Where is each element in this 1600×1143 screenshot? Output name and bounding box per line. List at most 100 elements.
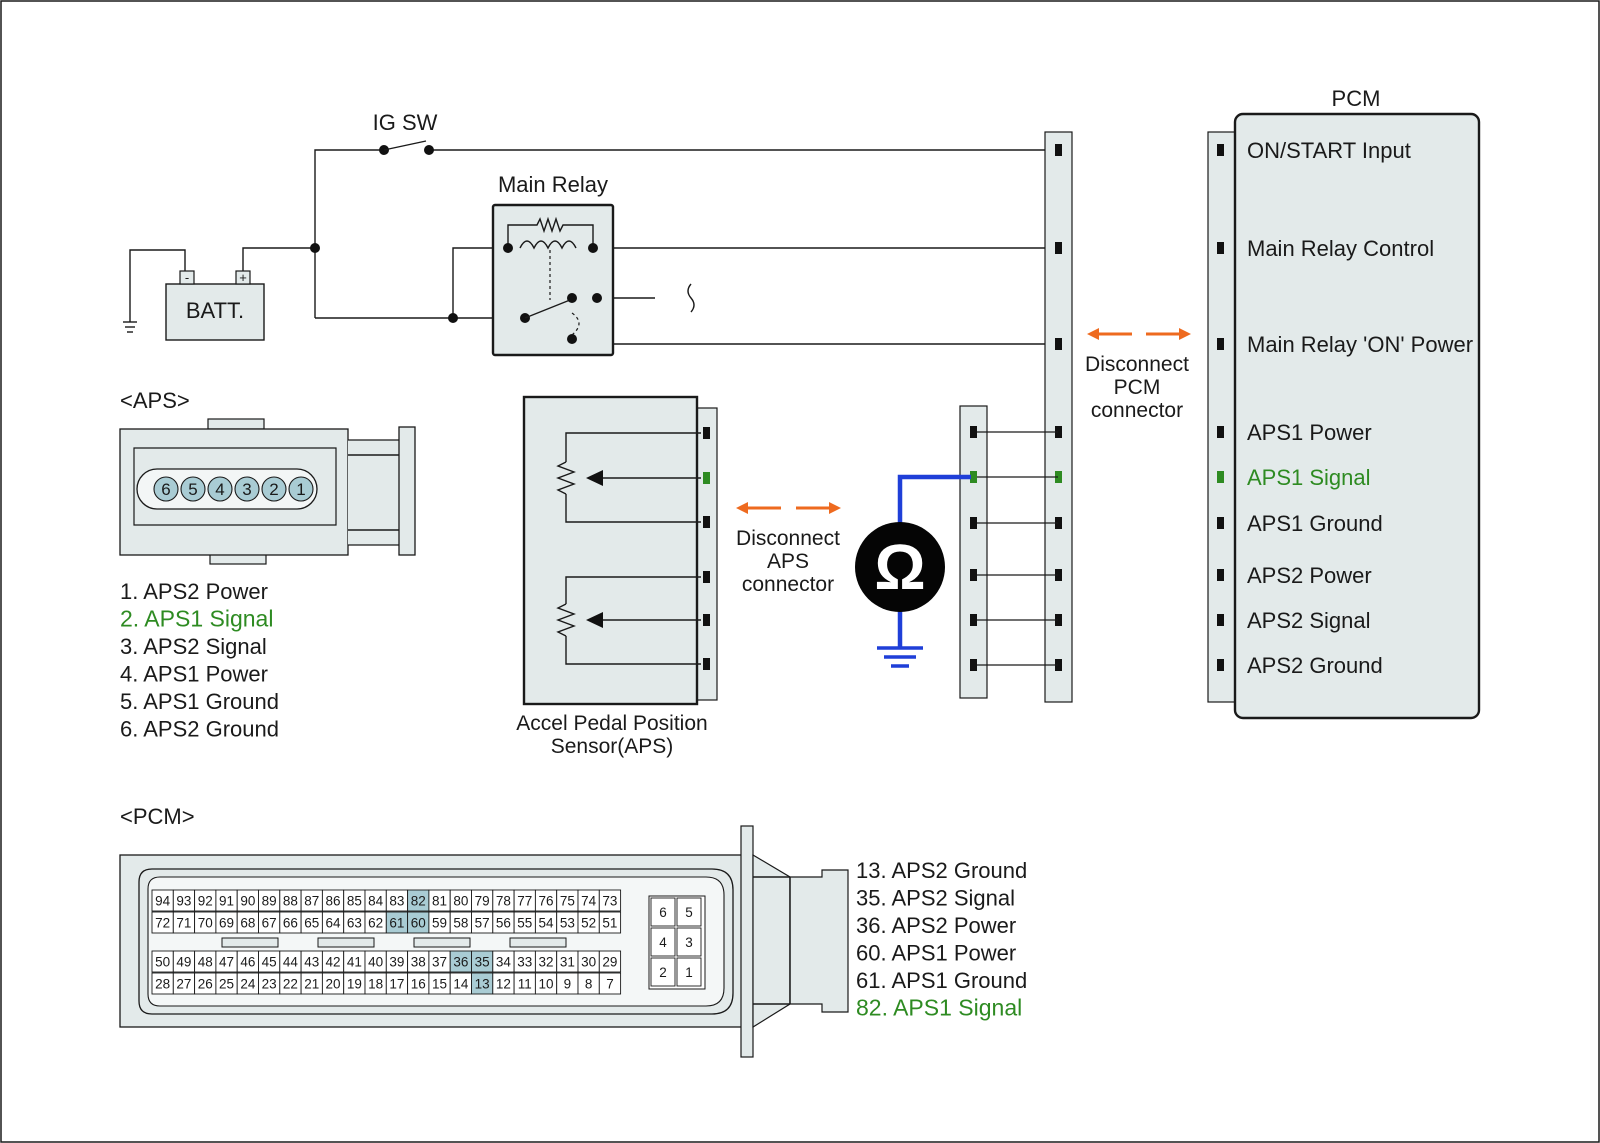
pcm-pin-number: 20 [326, 977, 341, 992]
pcm-pin-label: Main Relay Control [1247, 236, 1434, 261]
aps-pin [153, 476, 179, 502]
pcm-pin-number: 69 [219, 916, 234, 931]
aps-pin [180, 476, 206, 502]
pcm-pin-number: 19 [347, 977, 362, 992]
aps-pin-number: 3 [242, 480, 251, 499]
ohmmeter: Ω [855, 474, 971, 668]
pcm-legend-item: 13. APS2 Ground [856, 858, 1027, 883]
pcm-side-connector-strip [1044, 131, 1073, 703]
battery-plus-label: + [239, 270, 247, 285]
pcm-pin-number: 35 [475, 955, 490, 970]
pcm-pin-number: 77 [517, 894, 532, 909]
pcm-pin-number: 21 [304, 977, 319, 992]
pcm-pin-number: 57 [475, 916, 490, 931]
pcm-pin-number: 32 [539, 955, 554, 970]
pcm-pin-number: 23 [262, 977, 277, 992]
pcm-pin-number: 58 [453, 916, 468, 931]
aps-legend-item: 5. APS1 Ground [120, 689, 279, 714]
pcm-pin-number: 48 [198, 955, 213, 970]
pcm-pin-number: 62 [368, 916, 383, 931]
harness-pin [970, 426, 977, 438]
pcm-pin-number: 61 [389, 916, 404, 931]
pcm-pin-number: 78 [496, 894, 511, 909]
pcm-pin-number: 47 [219, 955, 234, 970]
pcm-pin-number: 25 [219, 977, 234, 992]
pcm-module-pin [1217, 569, 1224, 581]
pcm-pin-number: 53 [560, 916, 575, 931]
pcm-pin-number: 34 [496, 955, 512, 970]
pcm-pin-number: 88 [283, 894, 298, 909]
pcm-pin-number: 54 [539, 916, 555, 931]
harness-pin [970, 614, 977, 626]
pcm-pin-number: 51 [602, 916, 617, 931]
pcm-pin-number: 10 [539, 977, 554, 992]
disconnect-pcm-line1: Disconnect [1085, 353, 1189, 376]
ig-sw-label: IG SW [373, 110, 438, 135]
pcm-pin-label: Main Relay 'ON' Power [1247, 332, 1473, 357]
pcm-pin-number: 29 [602, 955, 617, 970]
small-pin-cell [676, 957, 702, 987]
pcm-legend-item: 36. APS2 Power [856, 913, 1016, 938]
small-pin-number: 4 [659, 935, 667, 950]
pcm-pin-cell [598, 889, 622, 912]
pcm-pin-number: 87 [304, 894, 319, 909]
pcm-pin-number: 59 [432, 916, 447, 931]
pcm-module-pin [1217, 471, 1224, 483]
pcm-pin-number: 16 [411, 977, 426, 992]
pcm-pin-number: 11 [518, 977, 532, 992]
small-pin-cell [650, 927, 676, 957]
pcm-pin-number: 60 [411, 916, 426, 931]
pcm-legend-item: 35. APS2 Signal [856, 886, 1015, 911]
aps-sensor-pin [703, 427, 710, 439]
pcm-module-pin [1217, 659, 1224, 671]
aps-sensor-pin [703, 658, 710, 670]
small-pin-number: 1 [685, 965, 693, 980]
aps-sensor-label-line2: Sensor(APS) [551, 735, 674, 758]
pcm-pin-label: APS1 Signal [1247, 465, 1371, 490]
pcm-pin-number: 86 [326, 894, 341, 909]
ignition-switch: IG SW [373, 110, 438, 155]
pcm-pin-number: 82 [411, 894, 426, 909]
pcm-pin-label: APS2 Ground [1247, 653, 1383, 678]
pcm-pin-number: 39 [389, 955, 404, 970]
disconnect-aps-arrows: Disconnect APS connector [736, 502, 841, 596]
small-pin-cell [650, 957, 676, 987]
pcm-pin-number: 63 [347, 916, 362, 931]
pcm-side-pin [1055, 242, 1062, 254]
pcm-pin-number: 70 [198, 916, 213, 931]
pcm-legend-item: 60. APS1 Power [856, 941, 1016, 966]
pcm-side-pin [1055, 338, 1062, 350]
pcm-connector-face [119, 825, 849, 1058]
small-pin-cell [650, 897, 676, 927]
aps-sensor-pins [703, 427, 710, 670]
pcm-module: PCM [1207, 86, 1481, 720]
pcm-side-pin [1055, 569, 1062, 581]
pcm-pin-number: 79 [475, 894, 490, 909]
small-pin-number: 3 [685, 935, 693, 950]
harness-pin [970, 517, 977, 529]
aps-pin [261, 476, 287, 502]
pcm-pin-number: 15 [432, 977, 447, 992]
pcm-pin-number: 26 [198, 977, 213, 992]
pcm-pin-number: 42 [326, 955, 341, 970]
aps-sensor: Accel Pedal Position Sensor(APS) [516, 395, 718, 758]
aps-pin-number: 6 [161, 480, 170, 499]
pcm-pin-label: ON/START Input [1247, 138, 1411, 163]
pcm-module-pin [1217, 242, 1224, 254]
pcm-pin-number: 44 [283, 955, 299, 970]
pcm-pin-label: APS1 Ground [1247, 511, 1383, 536]
pcm-pin-number: 30 [581, 955, 596, 970]
pcm-side-pin [1055, 614, 1062, 626]
pcm-pin-number: 93 [176, 894, 191, 909]
pcm-pin-number: 22 [283, 977, 298, 992]
pcm-side-pin [1055, 426, 1062, 438]
small-pin-number: 2 [659, 965, 667, 980]
harness-connector-strip [959, 405, 988, 699]
small-pin-cell [676, 897, 702, 927]
pcm-pin-label: APS2 Signal [1247, 608, 1371, 633]
aps-pin [288, 476, 314, 502]
